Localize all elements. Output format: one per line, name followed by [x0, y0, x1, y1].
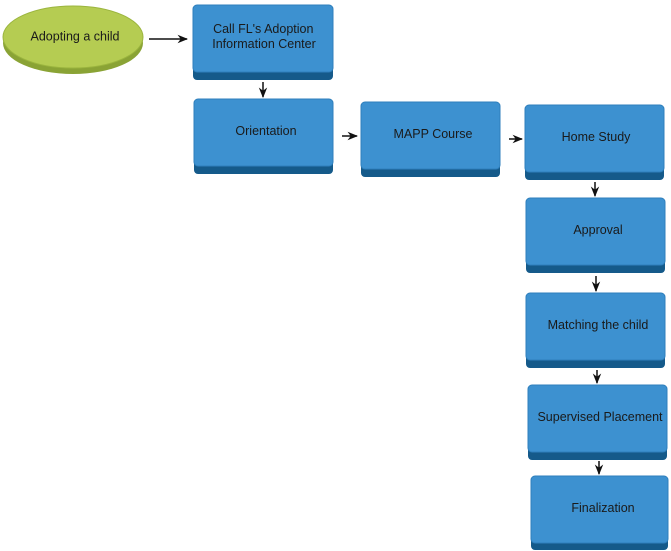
step-label: Supervised Placement — [537, 410, 663, 424]
step-label: Home Study — [562, 130, 632, 144]
step-box-supervised-placement: Supervised Placement — [527, 384, 668, 460]
step-box-matching: Matching the child — [525, 292, 666, 368]
step-label-line: Call FL's Adoption — [213, 22, 313, 36]
step-box-mapp-course: MAPP Course — [360, 101, 501, 177]
svg-text:Call FL's Adoption Infor: Call FL's Adoption Information Center — [212, 22, 317, 51]
step-label: Finalization — [571, 501, 634, 515]
step-box-home-study: Home Study — [524, 104, 665, 180]
step-label: Orientation — [235, 124, 296, 138]
step-label: Approval — [573, 223, 622, 237]
step-label: MAPP Course — [394, 127, 473, 141]
step-box-approval: Approval — [525, 197, 666, 273]
step-box-call-center: Call FL's Adoption Information Center — [192, 4, 334, 80]
start-node-label: Adopting a child — [31, 29, 120, 43]
step-label-line: Information Center — [212, 37, 316, 51]
step-box-finalization: Finalization — [530, 475, 669, 550]
start-node: Adopting a child — [2, 5, 144, 74]
step-label: Matching the child — [548, 318, 649, 332]
step-box-orientation: Orientation — [193, 98, 334, 174]
